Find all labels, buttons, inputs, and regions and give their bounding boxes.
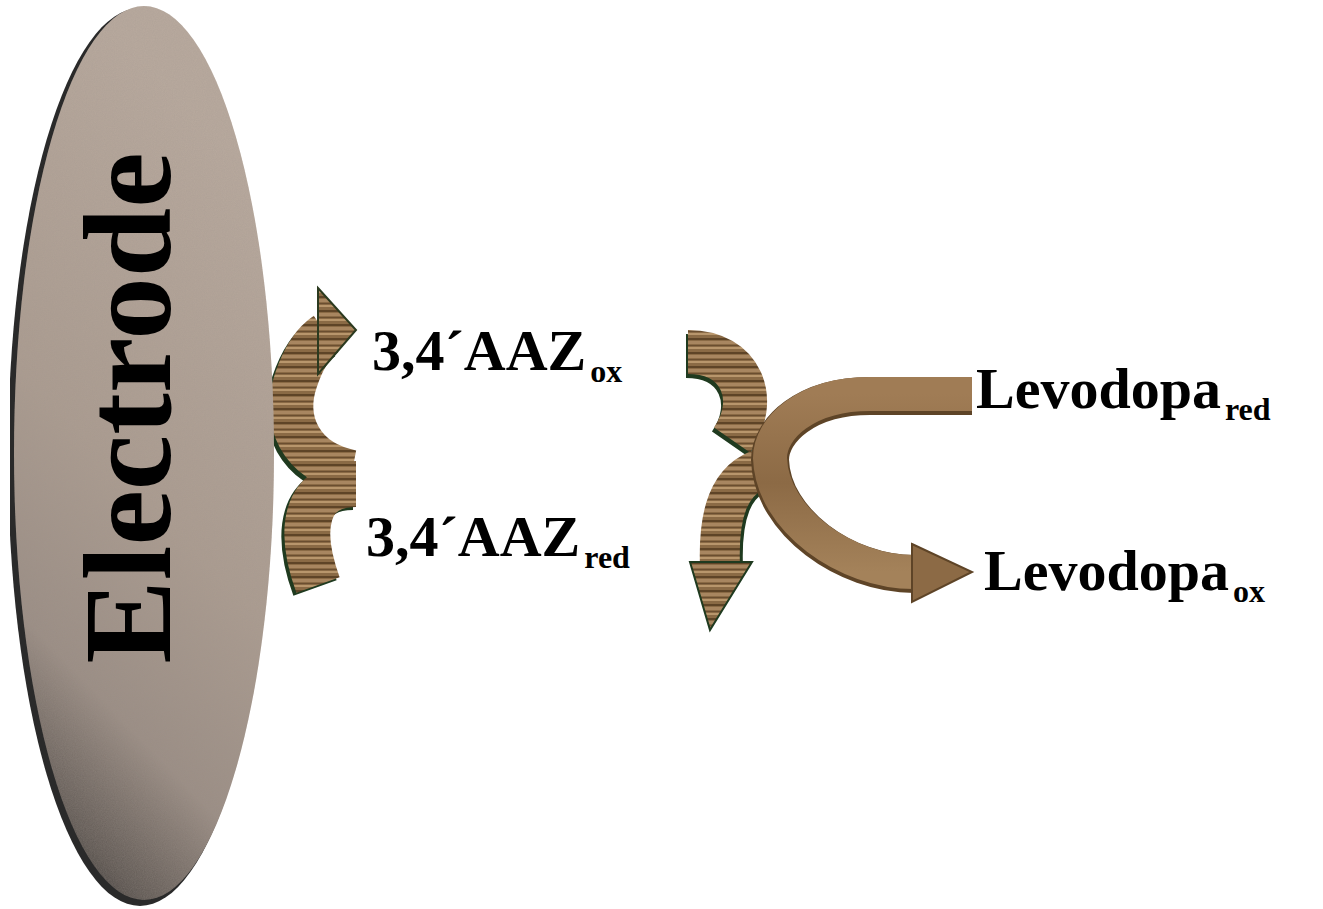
red-subscript: red (1225, 393, 1271, 425)
electrode-ellipse: Electrode (10, 4, 278, 906)
red-subscript: red (584, 541, 630, 573)
species-label: 3,4´AAZred (366, 508, 630, 566)
species-label: Levodopaox (984, 542, 1265, 600)
aaz-label: 3,4´AAZ (366, 508, 580, 566)
levodopa-label: Levodopa (976, 360, 1221, 418)
species-label: Levodopared (976, 360, 1271, 418)
electrode-label: Electrode (66, 152, 191, 663)
species-label: 3,4´AAZox (372, 322, 622, 380)
ox-subscript: ox (590, 355, 622, 387)
levodopa-label: Levodopa (984, 542, 1229, 600)
aaz-label: 3,4´AAZ (372, 322, 586, 380)
ox-subscript: ox (1233, 575, 1265, 607)
